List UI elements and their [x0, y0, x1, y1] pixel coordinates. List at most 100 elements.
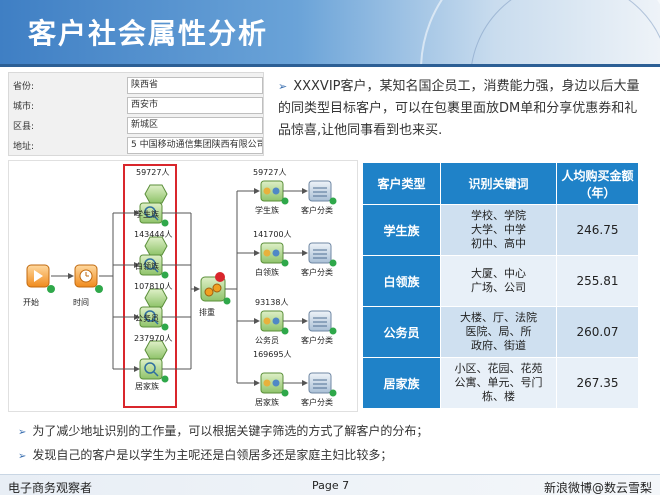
footer-weibo: 新浪微博@数云雪梨 [543, 481, 652, 495]
keywords-cell: 大厦、中心 广场、公司 [440, 255, 557, 307]
description-text: XXXVIP客户，某知名国企员工，消费能力强，身边以后大量的同类型目标客户，可以… [278, 79, 640, 138]
customer-type-table: 客户类型 识别关键词 人均购买金额（年） 学生族 学校、学院 大学、中学 初中、… [362, 162, 639, 409]
whitecollar-label: 白领族 [135, 262, 159, 271]
classify-label: 客户分类 [301, 336, 333, 345]
table-row: 公务员 大楼、厅、法院 医院、局、所 政府、街道 260.07 [362, 306, 639, 358]
group-whitecollar-count: 141700人 [253, 230, 292, 239]
highlight-box [123, 164, 177, 408]
address-row-city: 城市: 西安市 [9, 97, 265, 115]
play-icon [34, 270, 43, 282]
magnifier-icon [144, 362, 156, 374]
keyword-line: 学校、学院 [471, 209, 526, 222]
footer-author: 电子商务观察者 [8, 481, 93, 495]
keyword-line: 大学、中学 [471, 223, 526, 236]
classify-label: 客户分类 [301, 398, 333, 407]
keywords-cell: 大楼、厅、法院 医院、局、所 政府、街道 [440, 306, 557, 358]
civilservant-label: 公务员 [135, 314, 159, 323]
city-label: 城市: [13, 102, 35, 112]
customer-type-cell: 白领族 [362, 255, 441, 307]
flow-diagram: 开始 时间 排重 59727人 学生族 143444人 白领族 107810人 … [8, 160, 358, 412]
group-node-whitecollar [260, 242, 337, 267]
time-label: 时间 [73, 298, 89, 307]
magnifier-icon [144, 258, 156, 270]
amount-cell: 260.07 [556, 306, 639, 358]
table-row: 学生族 学校、学院 大学、中学 初中、高中 246.75 [362, 204, 639, 256]
table-row: 居家族 小区、花园、花苑 公寓、单元、号门 栋、楼 267.35 [362, 357, 639, 409]
keyword-line: 公寓、单元、号门 [454, 376, 543, 389]
table-header: 人均购买金额（年） [556, 162, 639, 205]
filter-node-homemaker [139, 340, 169, 383]
slide-footer: 电子商务观察者 Page 7 新浪微博@数云雪梨 [0, 474, 660, 495]
check-icon [95, 285, 103, 293]
keyword-line: 栋、楼 [482, 390, 515, 403]
keyword-line: 小区、花园、花苑 [454, 362, 543, 375]
page-number: Page 7 [312, 479, 350, 492]
group-student-label: 学生族 [255, 206, 279, 215]
address-row-address: 地址: 5 中国移动通信集团陕西有限公司 [9, 137, 265, 155]
whitecollar-count: 143444人 [134, 230, 173, 239]
address-row-district: 区县: 新城区 [9, 117, 265, 135]
keyword-line: 初中、高中 [471, 237, 526, 250]
address-field[interactable]: 5 中国移动通信集团陕西有限公司 [127, 137, 263, 154]
dedupe-node [200, 272, 231, 305]
description-paragraph: ➢XXXVIP客户，某知名国企员工，消费能力强，身边以后大量的同类型目标客户，可… [278, 76, 650, 142]
amount-cell: 255.81 [556, 255, 639, 307]
keyword-line: 大厦、中心 [471, 267, 526, 280]
homemaker-label: 居家族 [135, 382, 159, 391]
page-title: 客户社会属性分析 [28, 17, 269, 50]
district-label: 区县: [13, 122, 35, 132]
city-field[interactable]: 西安市 [127, 97, 263, 114]
province-label: 省份: [13, 82, 35, 92]
customer-type-cell: 公务员 [362, 306, 441, 358]
group-whitecollar-label: 白领族 [255, 268, 279, 277]
filter-node-student [139, 184, 169, 227]
note-text: 发现自己的客户是以学生为主呢还是白领居多还是家庭主妇比较多； [32, 448, 393, 462]
customer-type-cell: 学生族 [362, 204, 441, 256]
address-form: 省份: 陕西省 城市: 西安市 区县: 新城区 地址: 5 中国移动通信集团陕西… [8, 72, 264, 156]
customer-type-cell: 居家族 [362, 357, 441, 409]
filter-node-civilservant [139, 288, 169, 331]
check-icon [47, 285, 55, 293]
group-node-civilservant [260, 310, 337, 335]
magnifier-icon [144, 310, 156, 322]
group-node-student [260, 180, 337, 205]
student-count: 59727人 [136, 168, 170, 177]
flow-connectors [26, 164, 337, 408]
group-civilservant-label: 公务员 [255, 336, 279, 345]
group-civilservant-count: 93138人 [255, 298, 289, 307]
student-label: 学生族 [135, 210, 159, 219]
table-header-row: 客户类型 识别关键词 人均购买金额（年） [362, 162, 639, 205]
group-student-count: 59727人 [253, 168, 287, 177]
district-field[interactable]: 新城区 [127, 117, 263, 134]
keyword-line: 大楼、厅、法院 [460, 311, 537, 324]
filter-node-whitecollar [139, 236, 169, 279]
classify-label: 客户分类 [301, 206, 333, 215]
magnifier-icon [144, 206, 156, 218]
amount-cell: 246.75 [556, 204, 639, 256]
keyword-line: 政府、街道 [471, 339, 526, 352]
bullet-arrow-icon: ➢ [18, 427, 27, 438]
address-label: 地址: [13, 142, 35, 152]
address-row-province: 省份: 陕西省 [9, 77, 265, 95]
civilservant-count: 107810人 [134, 282, 173, 291]
classify-label: 客户分类 [301, 268, 333, 277]
amount-cell: 267.35 [556, 357, 639, 409]
table-header: 识别关键词 [440, 162, 557, 205]
group-node-homemaker [260, 372, 337, 397]
slide-header: 客户社会属性分析 [0, 0, 660, 64]
keyword-line: 广场、公司 [471, 281, 526, 294]
bullet-arrow-icon: ➢ [278, 80, 288, 93]
province-field[interactable]: 陕西省 [127, 77, 263, 94]
table-row: 白领族 大厦、中心 广场、公司 255.81 [362, 255, 639, 307]
header-divider [0, 64, 660, 67]
start-label: 开始 [23, 298, 39, 307]
group-homemaker-label: 居家族 [255, 398, 279, 407]
dedupe-label: 排重 [199, 308, 215, 317]
note-item: ➢ 为了减少地址识别的工作量，可以根据关键字筛选的方式了解客户的分布； [18, 422, 428, 439]
homemaker-count: 237970人 [134, 334, 173, 343]
note-item: ➢发现自己的客户是以学生为主呢还是白领居多还是家庭主妇比较多； [18, 446, 392, 463]
group-homemaker-count: 169695人 [253, 350, 292, 359]
table-header: 客户类型 [362, 162, 441, 205]
header-decoration [470, 0, 660, 64]
note-text: 为了减少地址识别的工作量，可以根据关键字筛选的方式了解客户的分布； [32, 424, 429, 438]
